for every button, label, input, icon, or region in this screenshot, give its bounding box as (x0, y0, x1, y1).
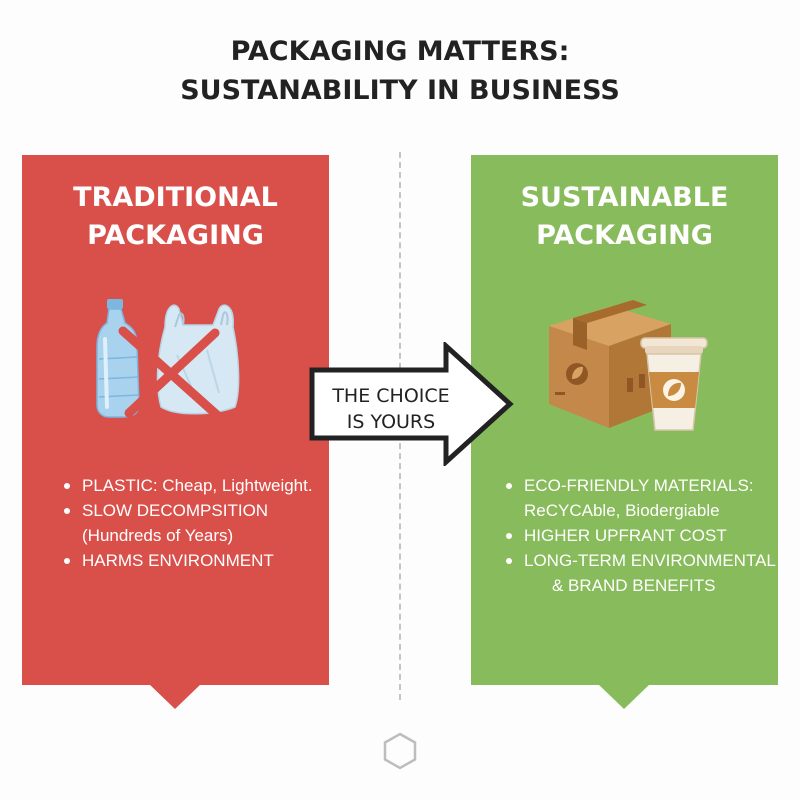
choice-label-line-2: IS YOURS (346, 411, 436, 433)
right-arrow-icon (309, 342, 514, 466)
choice-label-line-1: THE CHOICE (332, 385, 450, 407)
bullet-text-continued: & BRAND BENEFITS (552, 576, 716, 595)
paper-cup-icon (640, 337, 708, 431)
page-title: PACKAGING MATTERS: SUSTANABILITY IN BUSI… (0, 32, 800, 110)
traditional-panel-pointer (148, 683, 202, 709)
bullet-text: LONG-TERM ENVIRONMENTAL (524, 551, 776, 570)
list-item: SLOW DECOMPSITION (Hundreds of Years) (62, 498, 322, 548)
sustainable-panel-pointer (597, 683, 651, 709)
sustainable-title-line-1: SUSTAINABLE (520, 182, 729, 213)
bullet-text-continued: ReCYCAble, Biodergiable (524, 501, 720, 520)
choice-label: THE CHOICE IS YOURS (316, 383, 466, 435)
bullet-text-continued: (Hundreds of Years) (82, 526, 234, 545)
list-item: HARMS ENVIRONMENT (62, 548, 322, 573)
plastic-bottle-and-bag-crossed-out-icon (96, 299, 240, 420)
list-item: LONG-TERM ENVIRONMENTAL & BRAND BENEFITS (504, 548, 776, 598)
page-title-line-1: PACKAGING MATTERS: (230, 36, 570, 67)
traditional-panel-title: TRADITIONAL PACKAGING (22, 179, 329, 255)
traditional-bullet-list: PLASTIC: Cheap, Lightweight. SLOW DECOMP… (62, 473, 322, 573)
bullet-text: HARMS ENVIRONMENT (82, 551, 274, 570)
plastic-bottle-icon (96, 299, 140, 418)
list-item: PLASTIC: Cheap, Lightweight. (62, 473, 322, 498)
traditional-title-line-2: PACKAGING (87, 220, 264, 251)
hexagon-icon (383, 732, 417, 770)
bullet-text: HIGHER UPFRANT COST (524, 526, 727, 545)
cross-out-icon (118, 326, 222, 420)
list-item: HIGHER UPFRANT COST (504, 523, 776, 548)
page-title-line-2: SUSTANABILITY IN BUSINESS (180, 75, 620, 106)
bullet-text: ECO-FRIENDLY MATERIALS: (524, 476, 754, 495)
sustainable-title-line-2: PACKAGING (536, 220, 713, 251)
bullet-text: PLASTIC: Cheap, Lightweight. (82, 476, 313, 495)
sustainable-packaging-panel: SUSTAINABLE PACKAGING ECO-FRIENDLY M (471, 155, 778, 685)
bullet-text: SLOW DECOMPSITION (82, 501, 269, 520)
sustainable-panel-title: SUSTAINABLE PACKAGING (471, 179, 778, 255)
cardboard-box-and-paper-cup-icon (549, 300, 708, 431)
traditional-packaging-panel: TRADITIONAL PACKAGING PLASTIC: Cheap, Li… (22, 155, 329, 685)
sustainable-bullet-list: ECO-FRIENDLY MATERIALS: ReCYCAble, Biode… (504, 473, 776, 598)
list-item: ECO-FRIENDLY MATERIALS: ReCYCAble, Biode… (504, 473, 776, 523)
traditional-title-line-1: TRADITIONAL (73, 182, 278, 213)
